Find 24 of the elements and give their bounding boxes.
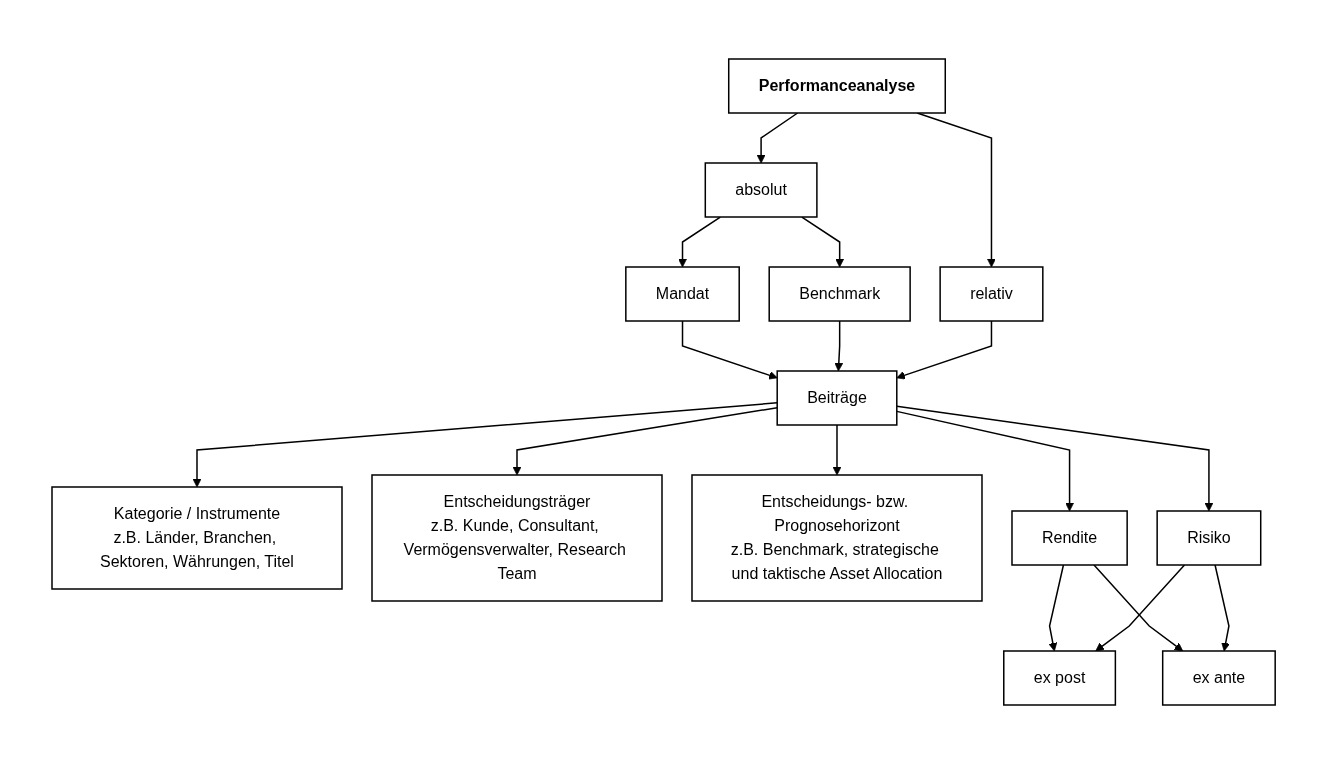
node-box: relativ — [939, 266, 1044, 322]
node-box: Rendite — [1011, 510, 1128, 566]
arrow — [1214, 564, 1230, 652]
arrow — [896, 320, 993, 380]
arrow — [832, 424, 842, 476]
arrow — [834, 320, 844, 372]
node-box: Kategorie / Instrumente z.B. Länder, Branchen, Sektoren, Währungen, Titel — [51, 486, 343, 590]
node-box: ex post — [1002, 650, 1116, 706]
node-box: Benchmark — [768, 266, 911, 322]
arrow — [192, 402, 778, 488]
node-box: Entscheidungsträger z.B. Kunde, Consultant, Vermögensverwalter, Research Team — [371, 474, 663, 602]
arrow — [678, 216, 721, 268]
node-box: Mandat — [625, 266, 740, 322]
arrow — [681, 320, 778, 380]
node-box: Risiko — [1156, 510, 1262, 566]
arrow — [801, 216, 844, 268]
node-box: absolut — [704, 162, 818, 218]
arrow — [1048, 564, 1065, 652]
node-box: ex ante — [1161, 650, 1276, 706]
arrow — [756, 112, 799, 164]
node-box: Entscheidungs- bzw. Prognosehorizont z.B. Benchmark, strategische und taktische Asset Allocation — [691, 474, 983, 602]
node-box: Beiträge — [776, 370, 898, 426]
arrow — [512, 406, 778, 476]
node-box: Performanceanalyse — [727, 58, 946, 114]
